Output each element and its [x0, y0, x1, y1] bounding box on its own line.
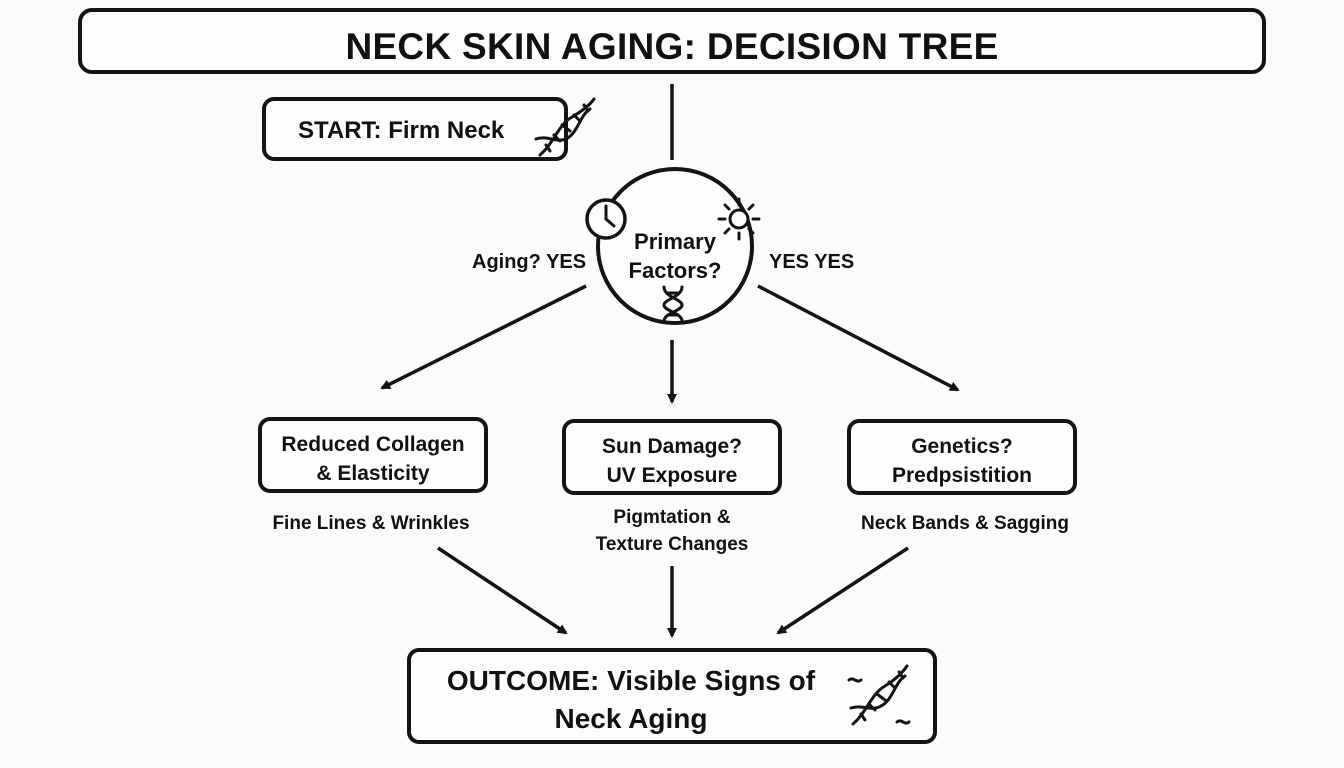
effect-note-middle: Pigmtation & Texture Changes [562, 504, 782, 558]
effect-note-right: Neck Bands & Sagging [840, 510, 1090, 537]
diagram-title: NECK SKIN AGING: DECISION TREE [345, 26, 999, 67]
branch-label-left: Aging? YES [472, 251, 587, 273]
sun-damage-line1: Sun Damage? [601, 435, 743, 458]
effect-note-left: Fine Lines & Wrinkles [238, 510, 504, 537]
outcome-node: OUTCOME: Visible Signs of Neck Aging [407, 648, 937, 744]
title-box: NECK SKIN AGING: DECISION TREE [78, 8, 1266, 74]
primary-factors-line2: Factors? [628, 258, 722, 283]
dna-icon [847, 664, 911, 726]
collagen-line2: & Elasticity [316, 462, 430, 485]
start-node: START: Firm Neck [262, 97, 596, 161]
dna-icon [662, 285, 684, 323]
clock-icon [585, 198, 627, 240]
effect-middle-line2: Texture Changes [595, 534, 749, 555]
effect-right-line1: Neck Bands & Sagging [861, 513, 1069, 534]
effect-left-line1: Fine Lines & Wrinkles [272, 513, 470, 534]
outcome-line2: Neck Aging [554, 703, 708, 734]
sun-icon [717, 197, 761, 241]
primary-factors-line1: Primary [634, 229, 716, 254]
start-label: START: Firm Neck [298, 117, 505, 144]
arrow-to-genetics [757, 284, 960, 392]
branch-label-right: YES YES [769, 251, 855, 273]
arrow-to-collagen [380, 284, 587, 390]
collagen-line1: Reduced Collagen [281, 433, 465, 456]
sun-damage-node: Sun Damage? UV Exposure [562, 419, 782, 495]
arrow-left-to-outcome [437, 546, 568, 635]
arrow-right-to-outcome [776, 546, 909, 635]
dna-icon [534, 97, 596, 157]
effect-middle-line1: Pigmtation & [613, 507, 731, 528]
outcome-line1: OUTCOME: Visible Signs of [446, 665, 816, 696]
sun-damage-line2: UV Exposure [606, 464, 738, 487]
primary-factors-label: Primary Factors? [600, 227, 750, 285]
genetics-line1: Genetics? [911, 435, 1013, 458]
collagen-node: Reduced Collagen & Elasticity [258, 417, 488, 493]
genetics-node: Genetics? Predpsistition [847, 419, 1077, 495]
genetics-line2: Predpsistition [891, 464, 1033, 487]
